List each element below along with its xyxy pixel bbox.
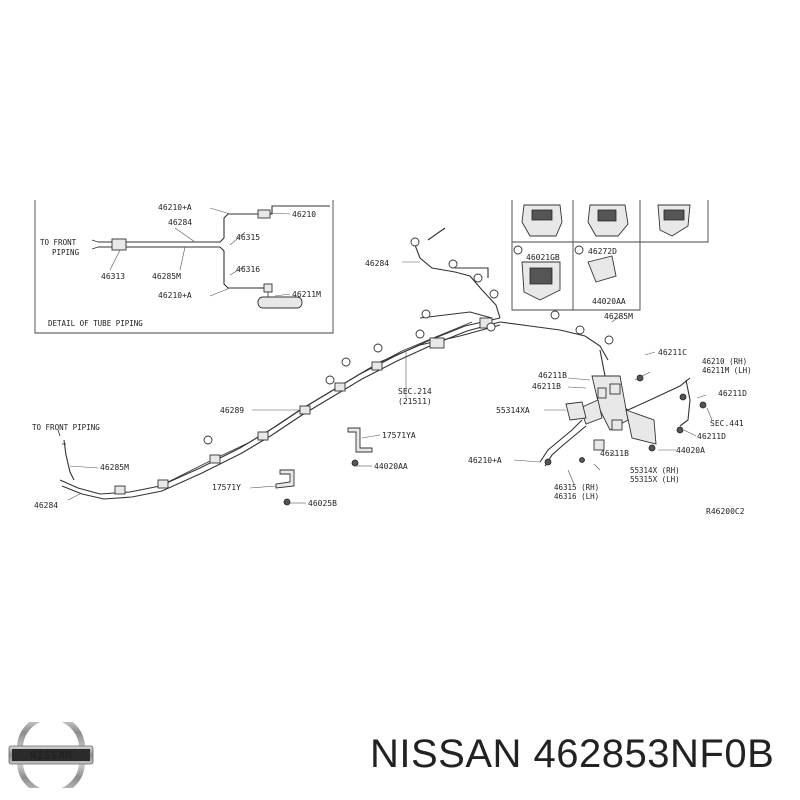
inset-label-46272d: 46272D [588,247,617,256]
label-46211b-a: 46211B [538,371,567,380]
nissan-logo-text: NISSAN [30,749,73,762]
part-number-caption: NISSAN 462853NF0B [370,732,775,776]
inset-label-44020aa: 44020AA [592,297,626,306]
label-46284-top: 46284 [365,259,389,268]
reference-code: R46200C2 [706,507,745,516]
label-46211c: 46211C [658,348,687,357]
detail-label-46315: 46315 [236,233,260,242]
detail-to-front-piping-2: PIPING [52,248,80,257]
detail-label-46285m: 46285M [152,272,181,281]
clip-inset-grid: 46021GB 46272D 44020AA [511,200,709,311]
label-44020aa-mid: 44020AA [374,462,408,471]
label-55314x-rh: 55314X (RH) [630,466,680,475]
main-tube-routing [57,227,713,506]
detail-title: DETAIL OF TUBE PIPING [48,319,143,328]
detail-label-46210: 46210 [292,210,316,219]
label-55315x-lh: 55315X (LH) [630,475,680,484]
label-sec214-sub: (21511) [398,397,432,406]
detail-label-46316: 46316 [236,265,260,274]
detail-of-tube-piping-box: 46210+A 46284 46210 46315 46313 46285M 4… [34,200,334,334]
inset-callout-a [513,245,523,255]
label-46289: 46289 [220,406,244,415]
label-46285m-right: 46285M [604,312,633,321]
label-55314xa: 55314XA [496,406,530,415]
nissan-logo: NISSAN [8,722,94,788]
label-17571y: 17571Y [212,483,241,492]
inset-callout-b [574,245,584,255]
detail-label-46211m: 46211M [292,290,321,299]
label-17571ya: 17571YA [382,431,416,440]
label-46210a: 46210+A [468,456,502,465]
label-46211m-lh: 46211M (LH) [702,366,752,375]
label-44020a: 44020A [676,446,705,455]
label-sec441: SEC.441 [710,419,744,428]
inset-label-46021gb: 46021GB [526,253,560,262]
detail-label-46313: 46313 [101,272,125,281]
label-46025b: 46025B [308,499,337,508]
detail-to-front-piping-1: TO FRONT [40,238,77,247]
label-46285m-left: 46285M [100,463,129,472]
label-46316-lh: 46316 (LH) [554,492,599,501]
detail-label-46284: 46284 [168,218,192,227]
label-46284-left: 46284 [34,501,58,510]
label-sec214: SEC.214 [398,387,432,396]
main-labels: 46284 46285M 46211C 46210 (RH) 46211M (L… [32,259,752,516]
label-46211b-c: 46211B [600,449,629,458]
label-46210-rh: 46210 (RH) [702,357,747,366]
label-46211b-b: 46211B [532,382,561,391]
label-to-front-piping: TO FRONT PIPING [32,423,100,432]
label-46315-rh: 46315 (RH) [554,483,599,492]
label-46211d-a: 46211D [718,389,747,398]
brand-footer: NISSAN NISSAN 462853NF0B [0,710,800,800]
label-46211d-b: 46211D [697,432,726,441]
detail-label-46210a-bottom: 46210+A [158,291,192,300]
detail-label-46210a-top: 46210+A [158,203,192,212]
